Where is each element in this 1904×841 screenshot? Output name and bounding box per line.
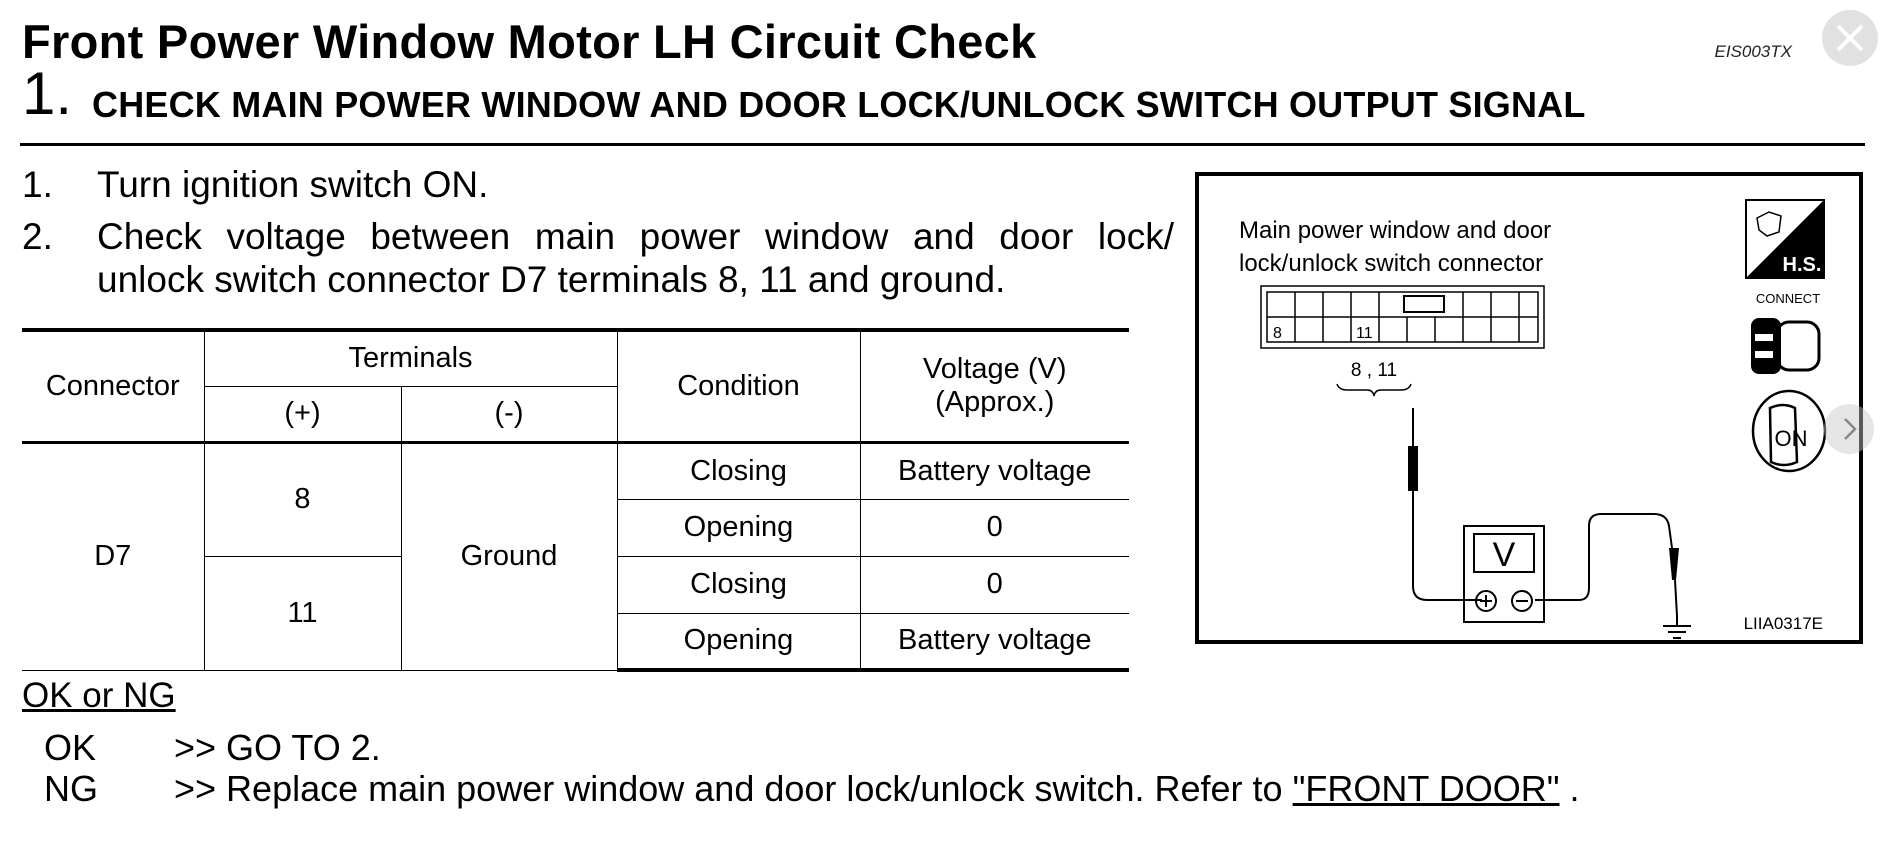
instruction-text: Check voltage between main power window … (97, 216, 1174, 300)
cell-terminal: 11 (204, 555, 402, 671)
connect-label: CONNECT (1756, 291, 1820, 306)
table-row: D7 8 Ground Closing Battery voltage (22, 441, 1129, 671)
hs-label: H.S. (1783, 254, 1822, 276)
cell-voltage: 0 (859, 555, 1129, 614)
connector-icon (1260, 285, 1545, 349)
cell-condition: Opening (617, 612, 861, 672)
result-ng-end: . (1569, 768, 1580, 809)
voltmeter-label: V (1493, 536, 1516, 574)
connect-icon (1751, 318, 1821, 374)
voltage-spec-table: Connector Terminals Condition Voltage (V… (22, 328, 1129, 672)
cell-condition: Opening (617, 498, 861, 557)
step-number: 1. (22, 60, 73, 127)
next-button[interactable] (1824, 404, 1874, 454)
header-connector: Connector (22, 328, 205, 444)
result-ng-line: >> Replace main power window and door lo… (174, 768, 1580, 810)
diagram-label-line2: lock/unlock switch connector (1239, 250, 1544, 277)
circuit-diagram: Main power window and door lock/unlock s… (1195, 172, 1863, 644)
voltmeter-icon (1463, 525, 1545, 623)
header-minus: (-) (400, 385, 617, 444)
cell-terminal: 8 (203, 441, 402, 557)
cell-voltage: 0 (859, 498, 1129, 557)
ignition-key-icon (1751, 389, 1827, 473)
header-plus: (+) (204, 385, 402, 444)
header-voltage: Voltage (V) (Approx.) (859, 328, 1129, 444)
diagram-svg: 8 11 8 , 11 V (1260, 199, 1827, 639)
result-ng-key: NG (44, 768, 98, 809)
probe-plus-icon (1408, 446, 1418, 491)
chevron-right-icon (1844, 418, 1857, 440)
instruction-number: 1. (22, 164, 53, 205)
document-code: EIS003TX (1714, 42, 1793, 61)
header-condition: Condition (616, 328, 861, 444)
instruction-number: 2. (22, 216, 53, 257)
result-ok-text: >> GO TO 2. (174, 727, 381, 768)
probe-minus-icon (1669, 548, 1679, 580)
close-icon (1836, 24, 1864, 52)
close-button[interactable] (1822, 10, 1878, 66)
table-row: 11 Closing 0 (22, 555, 1129, 671)
pin-11-label: 11 (1356, 325, 1373, 342)
table-row: Opening 0 (22, 498, 1129, 557)
header-voltage-approx: (Approx.) (935, 386, 1055, 419)
diagram-label: Main power window and door lock/unlock s… (1239, 214, 1639, 280)
cell-condition: Closing (616, 555, 861, 614)
result-ng-text: >> Replace main power window and door lo… (174, 768, 1283, 809)
pin-8-label: 8 (1273, 325, 1282, 342)
front-door-link[interactable]: "FRONT DOOR" (1292, 768, 1560, 809)
figure-code: LIIA0317E (1743, 614, 1823, 633)
header-divider (20, 143, 1865, 146)
cell-voltage: Battery voltage (859, 612, 1129, 672)
instruction-text: Turn ignition switch ON. (97, 164, 489, 205)
page-title: Front Power Window Motor LH Circuit Chec… (22, 15, 1037, 68)
cell-voltage: Battery voltage (859, 441, 1129, 500)
wiring (1412, 408, 1678, 626)
pins-brace (1336, 383, 1412, 397)
table-row: Opening Battery voltage (22, 612, 1129, 672)
diagram-label-line1: Main power window and door (1239, 217, 1552, 244)
step-title: CHECK MAIN POWER WINDOW AND DOOR LOCK/UN… (92, 84, 1586, 125)
pins-label: 8 , 11 (1351, 360, 1397, 381)
cell-connector: D7 (22, 441, 205, 671)
cell-ground: Ground (400, 441, 618, 671)
ground-icon (1663, 625, 1691, 639)
result-ok-key: OK (44, 727, 97, 768)
cell-condition: Closing (616, 441, 861, 500)
result-title: OK or NG (22, 676, 176, 715)
header-voltage-unit: Voltage (V) (923, 353, 1067, 386)
ignition-on-label: ON (1775, 426, 1808, 451)
hs-icon (1745, 199, 1825, 279)
header-terminals: Terminals (203, 328, 618, 387)
